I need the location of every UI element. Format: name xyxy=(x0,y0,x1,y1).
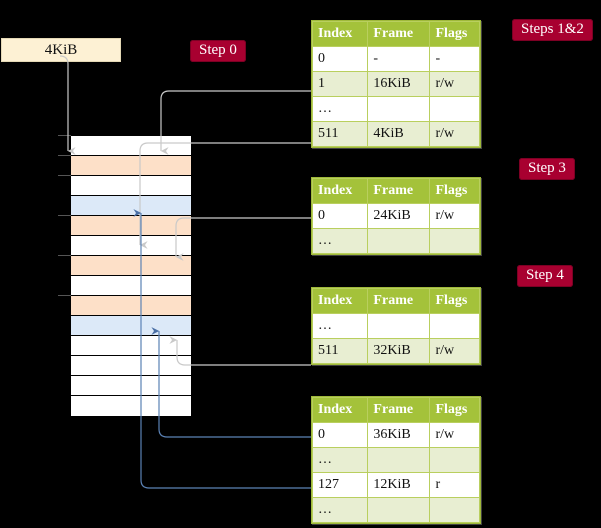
table-cell xyxy=(367,497,431,523)
table-cell: r/w xyxy=(429,71,480,97)
table-cell: 32KiB xyxy=(367,338,431,364)
column-header-index: Index xyxy=(311,178,369,204)
table-cell xyxy=(367,447,431,473)
table-cell: 511 xyxy=(311,338,369,364)
badge-step-4: Step 4 xyxy=(517,265,573,287)
column-header-frame: Frame xyxy=(367,397,431,423)
table-cell: … xyxy=(311,96,369,122)
table-cell xyxy=(367,96,431,122)
table-cell: r/w xyxy=(429,121,480,147)
table-cell: … xyxy=(311,228,369,254)
table-cell: 4KiB xyxy=(367,121,431,147)
memory-frame-row xyxy=(71,196,191,216)
table-cell: r/w xyxy=(429,422,480,448)
table-row: … xyxy=(311,228,480,254)
memory-frame-row xyxy=(71,356,191,376)
table-row: … xyxy=(311,313,480,339)
column-header-frame: Frame xyxy=(367,21,431,47)
badge-step-0: Step 0 xyxy=(190,40,246,62)
column-header-flags: Flags xyxy=(429,178,480,204)
table-cell xyxy=(367,313,431,339)
table-cell: … xyxy=(311,447,369,473)
memory-frame-row xyxy=(71,236,191,256)
memory-tick xyxy=(58,155,71,156)
table-cell xyxy=(429,96,480,122)
column-header-index: Index xyxy=(311,397,369,423)
table-row: … xyxy=(311,447,480,473)
memory-frame-row xyxy=(71,216,191,236)
table-cell: 0 xyxy=(311,203,369,229)
table-row: … xyxy=(311,497,480,523)
table-cell: - xyxy=(367,46,431,72)
table-cell xyxy=(367,228,431,254)
column-header-frame: Frame xyxy=(367,288,431,314)
table-cell: r/w xyxy=(429,203,480,229)
column-header-index: Index xyxy=(311,288,369,314)
table-cell: … xyxy=(311,313,369,339)
column-header-frame: Frame xyxy=(367,178,431,204)
memory-frame-row xyxy=(71,396,191,416)
table-cell: … xyxy=(311,497,369,523)
memory-frame-row xyxy=(71,316,191,336)
memory-frame-row xyxy=(71,276,191,296)
memory-frame-row xyxy=(71,376,191,396)
memory-frame-row xyxy=(71,156,191,176)
table-cell: 1 xyxy=(311,71,369,97)
column-header-index: Index xyxy=(311,21,369,47)
column-header-flags: Flags xyxy=(429,397,480,423)
table-row: 0-- xyxy=(311,46,480,72)
memory-tick xyxy=(58,295,71,296)
table-cell: 511 xyxy=(311,121,369,147)
table-row: … xyxy=(311,96,480,122)
table-cell xyxy=(429,447,480,473)
table-cell: 16KiB xyxy=(367,71,431,97)
table-cell xyxy=(429,497,480,523)
memory-frame-row xyxy=(71,136,191,156)
table-cell xyxy=(429,228,480,254)
physical-memory-column xyxy=(70,135,192,417)
memory-tick xyxy=(58,255,71,256)
table-cell: 24KiB xyxy=(367,203,431,229)
table-cell: - xyxy=(429,46,480,72)
table-cell: 0 xyxy=(311,422,369,448)
memory-tick xyxy=(58,175,71,176)
memory-tick xyxy=(58,135,71,136)
badge-steps-1-2: Steps 1&2 xyxy=(512,19,593,41)
memory-frame-row xyxy=(71,256,191,276)
column-header-flags: Flags xyxy=(429,21,480,47)
badge-step-3: Step 3 xyxy=(519,158,575,180)
source-box-4kib: 4KiB xyxy=(1,38,121,62)
column-header-flags: Flags xyxy=(429,288,480,314)
memory-tick xyxy=(58,215,71,216)
memory-frame-row xyxy=(71,336,191,356)
table-cell: 127 xyxy=(311,472,369,498)
table-cell: r/w xyxy=(429,338,480,364)
table-cell: 12KiB xyxy=(367,472,431,498)
table-cell: 36KiB xyxy=(367,422,431,448)
table-cell xyxy=(429,313,480,339)
memory-frame-row xyxy=(71,296,191,316)
memory-frame-row xyxy=(71,176,191,196)
table-cell: r xyxy=(429,472,480,498)
table-cell: 0 xyxy=(311,46,369,72)
